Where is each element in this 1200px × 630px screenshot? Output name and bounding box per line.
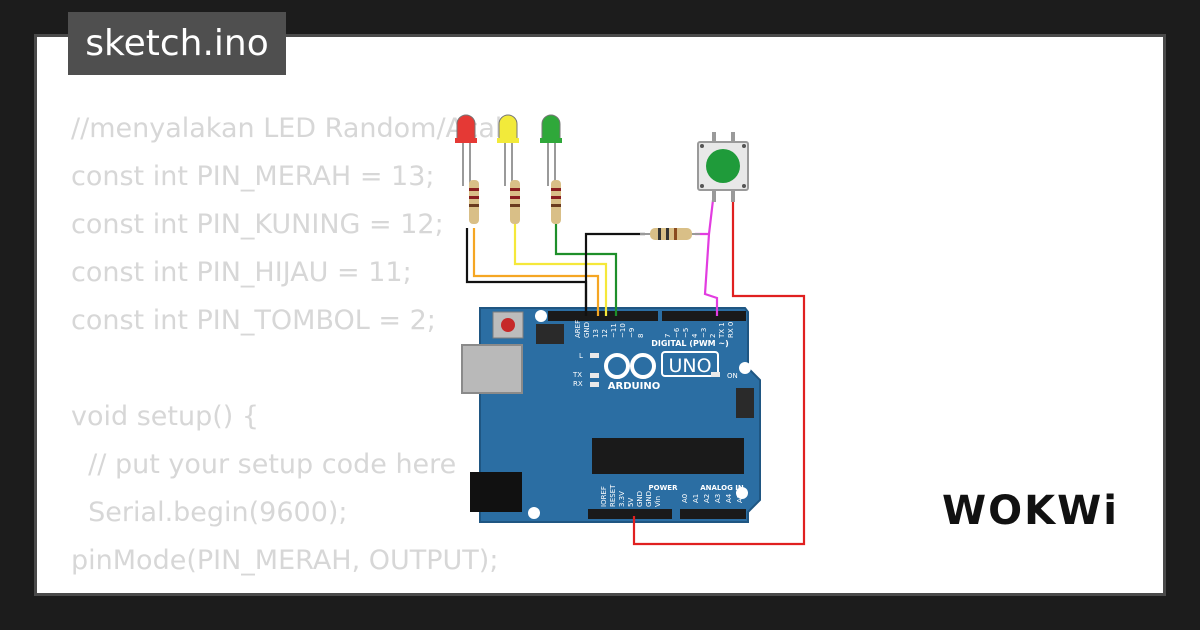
code-line: const int PIN_MERAH = 13; bbox=[71, 161, 435, 192]
power-pin-label: GND bbox=[636, 491, 644, 507]
analog-header bbox=[680, 509, 746, 519]
usb-port bbox=[461, 344, 523, 394]
icsp-header-2 bbox=[736, 388, 754, 418]
push-button[interactable] bbox=[697, 132, 749, 202]
power-pin-label: 5V bbox=[627, 498, 635, 507]
code-line: Serial.begin(9600); bbox=[71, 497, 348, 528]
digital-pin-label: 8 bbox=[637, 334, 645, 338]
led-red[interactable] bbox=[455, 114, 477, 143]
icsp-header bbox=[536, 324, 564, 344]
led-yellow[interactable] bbox=[497, 114, 519, 143]
resistor-button[interactable] bbox=[640, 228, 700, 240]
push-button-cap[interactable] bbox=[706, 149, 740, 183]
digital-pin-label: GND bbox=[583, 322, 591, 338]
power-label: POWER bbox=[649, 484, 679, 492]
analog-pin-label: A3 bbox=[714, 494, 722, 503]
rx-label: RX bbox=[573, 380, 583, 388]
wires bbox=[465, 199, 806, 546]
code-line: const int PIN_TOMBOL = 2; bbox=[71, 305, 436, 336]
leds bbox=[455, 114, 562, 143]
code-line: void setup() { bbox=[71, 401, 260, 432]
code-line: // put your setup code here bbox=[71, 449, 457, 480]
digital-pin-label: ~5 bbox=[682, 328, 690, 338]
digital-pin-label: 4 bbox=[691, 333, 699, 338]
wire-black-resistor bbox=[584, 232, 645, 316]
code-editor[interactable]: //menyalakan LED Random/Acak const int PI… bbox=[71, 105, 511, 593]
code-line: const int PIN_HIJAU = 11; bbox=[71, 257, 412, 288]
arduino-logo-icon bbox=[604, 353, 656, 379]
analog-pin-label: A5 bbox=[736, 494, 744, 503]
tx-label: TX bbox=[572, 371, 582, 379]
digital-label: DIGITAL (PWM ~) bbox=[651, 339, 729, 348]
power-jack bbox=[470, 472, 522, 512]
analog-pin-label: A0 bbox=[681, 494, 689, 503]
code-line: pinMode(PIN_MERAH, OUTPUT); bbox=[71, 545, 499, 576]
digital-pin-label: RX 0 bbox=[727, 322, 735, 338]
led-green[interactable] bbox=[540, 114, 562, 143]
digital-pin-label: 13 bbox=[592, 329, 600, 338]
digital-pin-label: 2 bbox=[709, 334, 717, 338]
digital-pin-label: ~6 bbox=[673, 327, 681, 338]
uno-box bbox=[661, 351, 719, 377]
power-pin-label: Vin bbox=[654, 496, 662, 507]
digital-pin-label: ~3 bbox=[700, 328, 708, 338]
atmega-chip bbox=[592, 438, 744, 474]
digital-pin-label: ~10 bbox=[619, 323, 627, 338]
digital-pin-label: TX 1 bbox=[718, 322, 726, 339]
digital-pin-label: 12 bbox=[601, 329, 609, 338]
arduino-uno-board[interactable]: UNO ARDUINO DIGITAL (PWM ~) POWER ANALOG… bbox=[461, 307, 761, 523]
digital-header-right bbox=[662, 311, 746, 321]
l-label: L bbox=[579, 352, 583, 360]
resistor-red-led[interactable] bbox=[469, 180, 479, 224]
power-pin-label: IOREF bbox=[600, 486, 608, 507]
power-header bbox=[588, 509, 672, 519]
digital-pin-label: ~9 bbox=[628, 328, 636, 338]
digital-pin-label: ~11 bbox=[610, 323, 618, 338]
wire-magenta bbox=[695, 199, 719, 316]
analog-pin-label: A2 bbox=[703, 494, 711, 503]
board-brand: ARDUINO bbox=[608, 381, 660, 392]
analog-label: ANALOG IN bbox=[700, 484, 744, 492]
led-resistors bbox=[469, 180, 561, 224]
board-name: UNO bbox=[668, 355, 711, 377]
analog-pin-label: A4 bbox=[725, 493, 733, 503]
analog-pin-label: A1 bbox=[692, 494, 700, 503]
led-legs bbox=[462, 138, 556, 186]
reset-button-cap[interactable] bbox=[501, 318, 515, 332]
digital-pin-label: 7 bbox=[664, 334, 672, 338]
wokwi-logo: WOKWi bbox=[942, 488, 1119, 534]
wire-red bbox=[632, 200, 806, 546]
code-line: const int PIN_KUNING = 12; bbox=[71, 209, 444, 240]
power-pin-label: GND bbox=[645, 491, 653, 507]
wire-orange bbox=[472, 228, 600, 316]
code-line: //menyalakan LED Random/Acak bbox=[71, 113, 511, 144]
on-label: ON bbox=[727, 372, 738, 380]
digital-pin-label: AREF bbox=[574, 320, 582, 338]
wire-black-led bbox=[465, 228, 588, 316]
power-pin-label: 3.3V bbox=[618, 491, 626, 507]
power-pin-label: RESET bbox=[609, 484, 617, 507]
digital-header-left bbox=[548, 311, 658, 321]
resistor-yellow-led[interactable] bbox=[510, 180, 520, 224]
file-tab[interactable]: sketch.ino bbox=[68, 12, 286, 75]
resistor-green-led[interactable] bbox=[551, 180, 561, 224]
wire-yellow bbox=[513, 222, 608, 316]
